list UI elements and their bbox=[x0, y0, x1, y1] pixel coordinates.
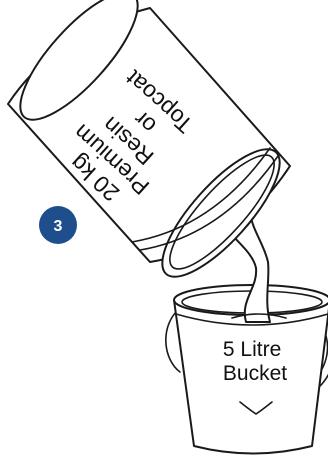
step-number: 3 bbox=[54, 218, 63, 235]
step-badge: 3 bbox=[39, 206, 77, 244]
bucket-label-line-2: Bucket bbox=[223, 362, 287, 385]
bucket-label-line-1: 5 Litre bbox=[223, 338, 281, 361]
bucket-label: 5 Litre Bucket bbox=[223, 338, 287, 385]
